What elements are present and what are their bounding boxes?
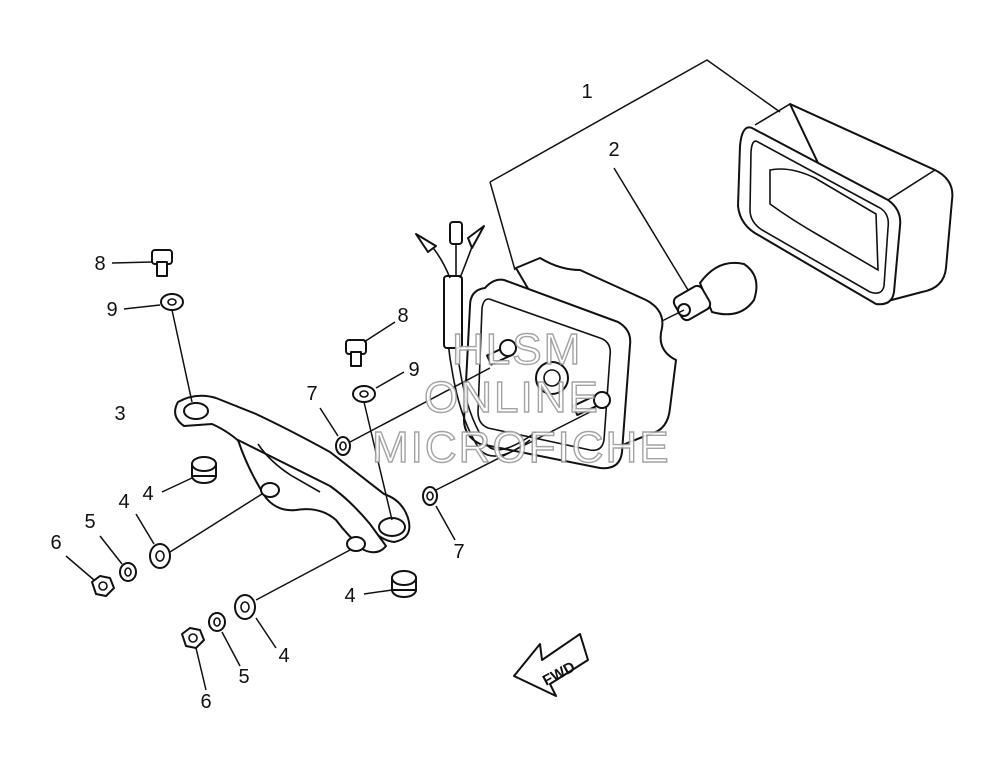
tail-lamp-lens xyxy=(737,103,954,306)
callout-6: 6 xyxy=(200,691,211,713)
callout-9: 9 xyxy=(408,359,419,381)
tail-lamp-bulb xyxy=(613,167,758,323)
callout-1: 1 xyxy=(581,81,592,103)
grommet-upper xyxy=(161,456,217,493)
watermark: HLSM ONLINE MICROFICHE xyxy=(371,324,671,472)
item-1-leader xyxy=(489,59,781,271)
callout-5: 5 xyxy=(84,511,95,533)
callout-4: 4 xyxy=(278,645,289,667)
lamp-housing xyxy=(463,257,677,470)
grommet-low xyxy=(234,549,351,649)
callout-8: 8 xyxy=(94,253,105,275)
callout-3: 3 xyxy=(114,403,125,425)
callout-7: 7 xyxy=(453,541,464,563)
nut-left xyxy=(65,555,115,597)
grommet-lower xyxy=(363,570,417,598)
washer-lower-7 xyxy=(422,411,591,541)
watermark-line-2: ONLINE xyxy=(424,373,600,422)
callout-7: 7 xyxy=(306,383,317,405)
callout-9: 9 xyxy=(106,299,117,321)
bolt-center xyxy=(345,321,396,367)
callout-6: 6 xyxy=(50,532,61,554)
fwd-direction-arrow: FWD xyxy=(513,633,589,697)
callout-5: 5 xyxy=(238,666,249,688)
callout-4: 4 xyxy=(118,491,129,513)
callout-8: 8 xyxy=(397,305,408,327)
watermark-line-1: HLSM xyxy=(452,325,582,374)
watermark-line-3: MICROFICHE xyxy=(372,423,671,472)
nut-right xyxy=(181,627,207,691)
wire-harness xyxy=(415,221,537,457)
collar-left xyxy=(99,535,137,582)
collar-right xyxy=(208,612,241,667)
callout-4: 4 xyxy=(344,585,355,607)
mounting-bracket xyxy=(174,394,411,554)
bolt-left xyxy=(111,249,173,277)
washer-left xyxy=(123,293,193,403)
grommet-mid xyxy=(135,493,263,569)
callout-4: 4 xyxy=(142,483,153,505)
callout-2: 2 xyxy=(608,139,619,161)
washer-center xyxy=(352,371,405,521)
washer-upper-7 xyxy=(319,367,491,456)
